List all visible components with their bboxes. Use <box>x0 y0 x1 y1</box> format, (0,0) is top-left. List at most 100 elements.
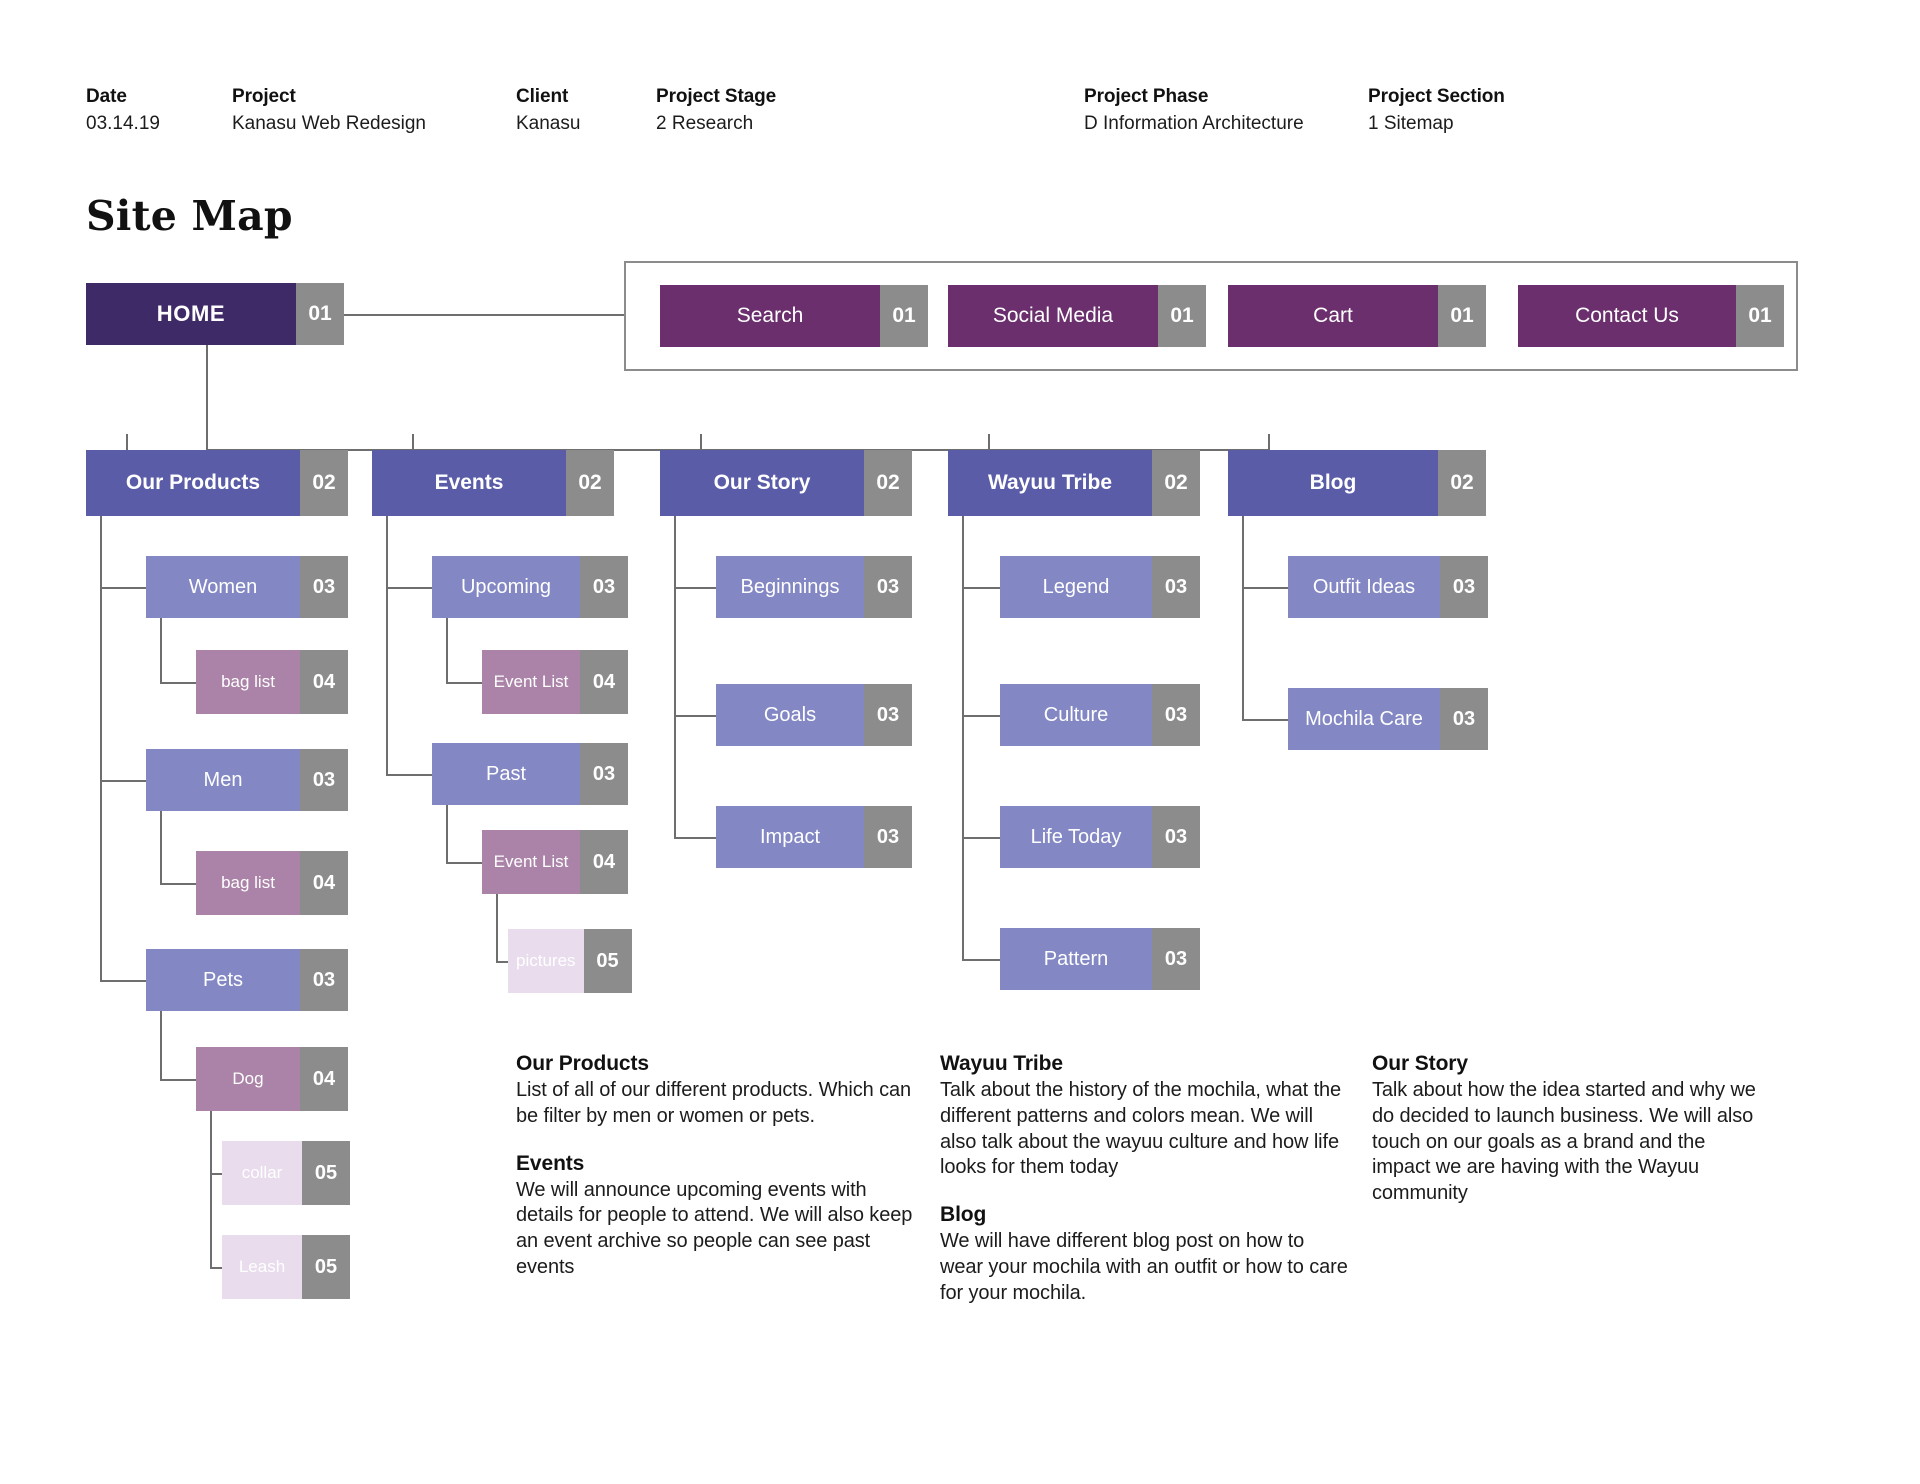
connector-vertical <box>160 618 162 682</box>
node-label: Contact Us <box>1518 285 1736 347</box>
connector-vertical <box>210 1111 212 1267</box>
meta-label: Project Section <box>1368 86 1505 107</box>
node-level-number: 02 <box>1438 450 1486 516</box>
node-label: pictures <box>508 929 584 993</box>
connector-vertical <box>206 345 208 450</box>
meta-label: Project Stage <box>656 86 777 107</box>
meta-value: 03.14.19 <box>86 112 160 134</box>
node-level-number: 03 <box>864 806 912 868</box>
node-level-number: 04 <box>580 650 628 714</box>
connector-vertical <box>446 805 448 862</box>
connector-horizontal <box>962 837 1000 839</box>
connector-horizontal <box>210 1173 222 1175</box>
connector-horizontal <box>160 682 196 684</box>
connector-vertical <box>446 618 448 682</box>
node-level-number: 03 <box>300 749 348 811</box>
connector-horizontal <box>674 837 716 839</box>
node-label: Events <box>372 450 566 516</box>
node-level-number: 01 <box>1736 285 1784 347</box>
node-label: Dog <box>196 1047 300 1111</box>
meta-label: Project <box>232 86 296 107</box>
meta-value: 2 Research <box>656 112 754 134</box>
connector-horizontal <box>1242 719 1288 721</box>
connector-horizontal <box>1242 587 1288 589</box>
node-level-number: 03 <box>1152 556 1200 618</box>
connector-horizontal <box>674 587 716 589</box>
node-label: Past <box>432 743 580 805</box>
node-level-number: 03 <box>1152 928 1200 990</box>
node-level-number: 01 <box>1158 285 1206 347</box>
connector-vertical <box>386 516 388 774</box>
node-level-number: 03 <box>580 743 628 805</box>
connector-horizontal <box>100 980 146 982</box>
node-level-number: 03 <box>864 684 912 746</box>
description-body-our-story: Talk about how the idea started and why … <box>1372 1079 1756 1205</box>
connector-vertical <box>412 434 414 450</box>
node-level-number: 03 <box>300 556 348 618</box>
node-label: Upcoming <box>432 556 580 618</box>
connector-vertical <box>1268 434 1270 450</box>
node-level-number: 04 <box>300 650 348 714</box>
node-label: Event List <box>482 650 580 714</box>
description-heading-events: Events <box>516 1151 585 1175</box>
connector-vertical <box>988 434 990 450</box>
description-heading-wayuu-tribe: Wayuu Tribe <box>940 1052 1063 1075</box>
node-level-number: 03 <box>1440 688 1488 750</box>
node-label: Cart <box>1228 285 1438 347</box>
node-label: Pets <box>146 949 300 1011</box>
node-label: bag list <box>196 650 300 714</box>
node-label: HOME <box>86 283 296 345</box>
connector-horizontal <box>100 587 146 589</box>
node-label: Women <box>146 556 300 618</box>
node-label: Our Story <box>660 450 864 516</box>
meta-value: Kanasu <box>516 112 581 134</box>
node-level-number: 02 <box>1152 450 1200 516</box>
node-label: Culture <box>1000 684 1152 746</box>
node-label: Impact <box>716 806 864 868</box>
node-label: Wayuu Tribe <box>948 450 1152 516</box>
description-spacer <box>940 1181 1348 1203</box>
meta-field-project-stage: Project Stage 2 Research <box>656 86 776 135</box>
utility-frame-box <box>624 261 1798 371</box>
node-level-number: 04 <box>580 830 628 894</box>
connector-vertical <box>674 516 676 837</box>
node-label: Legend <box>1000 556 1152 618</box>
